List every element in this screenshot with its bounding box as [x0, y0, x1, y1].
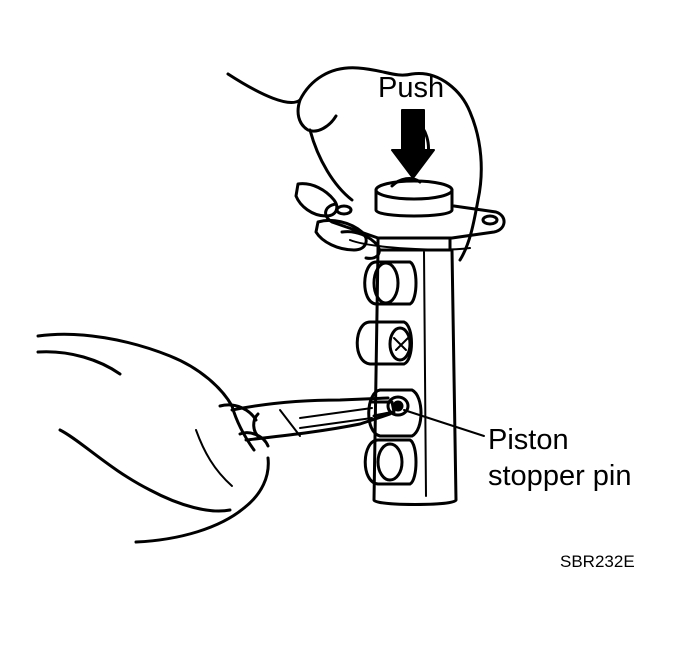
cylinder-ports: [355, 260, 423, 486]
cylinder-body: [372, 248, 458, 506]
leader-line: [403, 409, 485, 437]
lower-hand: [36, 332, 270, 544]
piston-label-line2: stopper pin: [488, 460, 632, 492]
cylinder-flange: [324, 179, 506, 252]
piston-label-line1: Piston: [488, 424, 569, 456]
arrow-down-icon: [391, 109, 435, 179]
figure-code: SBR232E: [560, 552, 635, 571]
piston-stopper-pin-label: Piston stopper pin: [488, 422, 632, 494]
push-label: Push: [378, 72, 445, 104]
pliers: [230, 396, 396, 442]
